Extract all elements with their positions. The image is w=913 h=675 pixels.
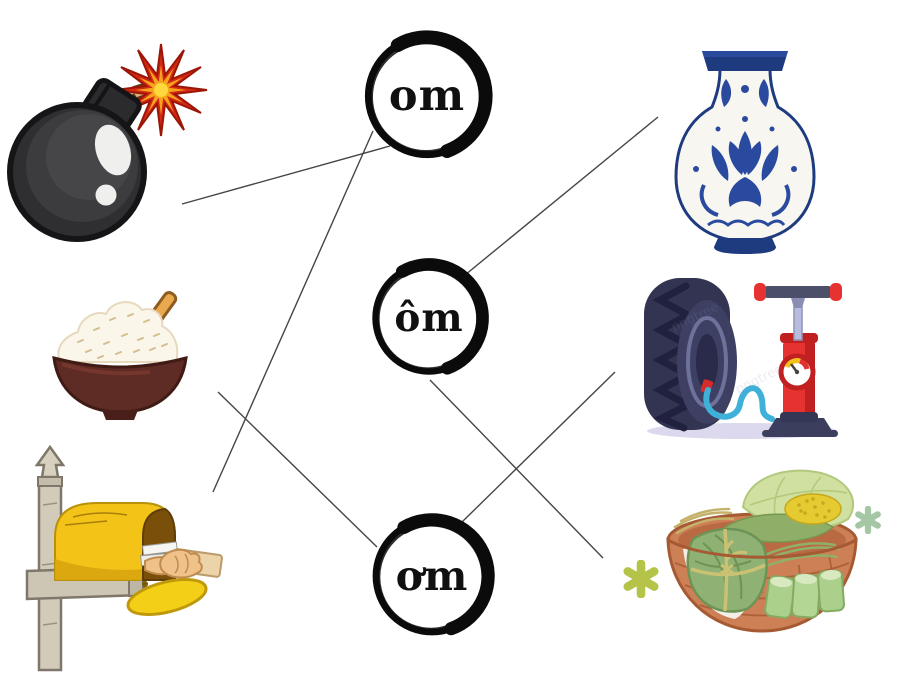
bomb-icon (7, 43, 208, 242)
connection-line-mailbox-om (212, 130, 374, 493)
connection-line-bomb-om (181, 145, 391, 205)
asterisk-icon (622, 560, 660, 598)
target-circle-ohm[interactable]: ôm (366, 255, 492, 381)
circle-label-ohm: ôm (394, 294, 464, 341)
brush-ring-icon (372, 513, 495, 636)
mailbox-image[interactable] (25, 445, 230, 675)
connection-line-tire-pump-ohorn (461, 371, 616, 523)
bomb-image[interactable] (0, 38, 210, 243)
tire-pump-icon: pngtree pngtree (644, 278, 842, 439)
vase-icon (674, 51, 816, 254)
brush-ring-icon (372, 258, 489, 375)
hand-with-mail (144, 548, 223, 579)
circle-label-om: om (388, 70, 466, 121)
green-rice-pile (784, 493, 842, 525)
connection-line-rice-bowl-ohorn (217, 391, 378, 548)
com-basket-image[interactable] (655, 465, 870, 650)
blue-floral-pattern (693, 79, 797, 207)
target-circle-om[interactable]: om (358, 27, 496, 165)
tire-pump-image[interactable]: pngtree pngtree (640, 272, 845, 442)
rice-bowl-image[interactable] (50, 290, 190, 425)
straw-bundle (673, 507, 735, 535)
target-circle-ohorn[interactable]: ơm (366, 510, 498, 642)
circle-label-ohorn: ơm (395, 551, 469, 600)
pump-hose (703, 385, 775, 422)
connection-line-vase-ohm (464, 116, 659, 276)
rice-bowl-icon (52, 291, 188, 420)
rice-cake-slices (764, 569, 845, 619)
asterisk-icon (854, 506, 882, 534)
blue-swirls (699, 184, 791, 227)
mailbox-icon (25, 445, 223, 672)
com-basket-icon (666, 469, 858, 633)
brush-ring-icon (364, 30, 493, 159)
vase-image[interactable] (668, 45, 823, 255)
